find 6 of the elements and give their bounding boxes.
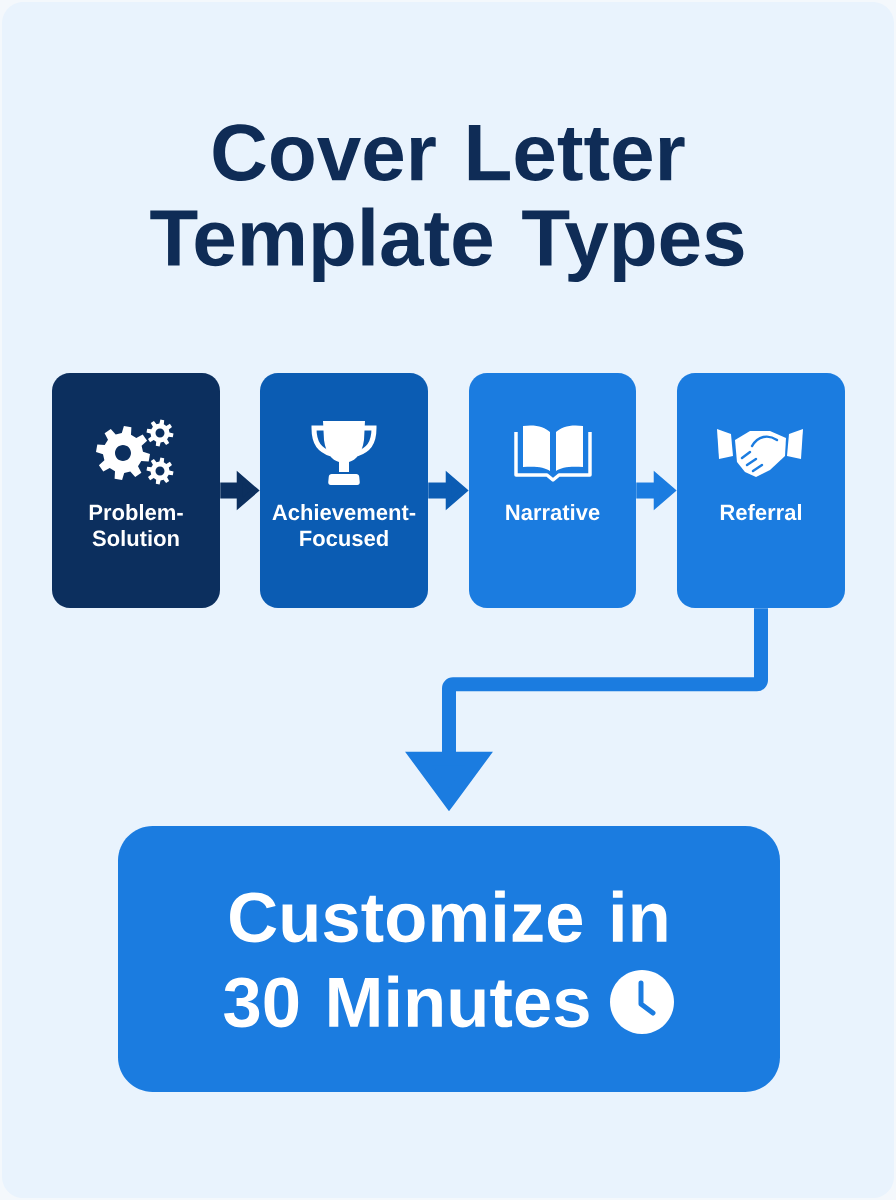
title: Cover Letter Template Types [150,124,744,283]
process-box: Achievement-Focused [260,373,428,608]
result-box: Customize in 30 Minutes [118,826,780,1092]
process-box: Problem-Solution [52,373,220,608]
process-box: Narrative [469,373,636,608]
process-box: Referral [677,373,845,608]
